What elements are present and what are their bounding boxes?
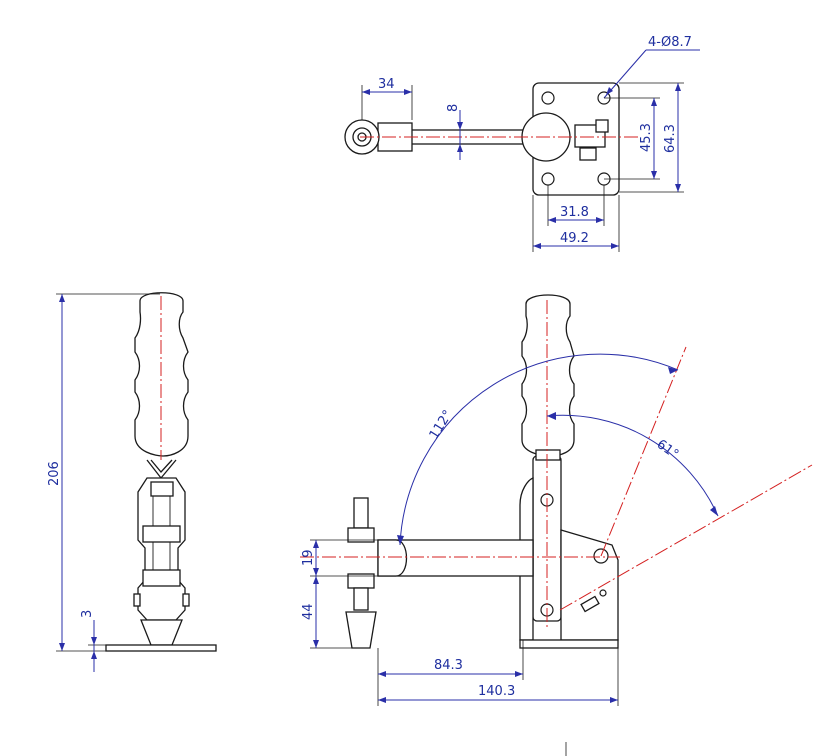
dim-base-width: 49.2 bbox=[560, 231, 589, 246]
mounting-hole bbox=[541, 172, 555, 186]
dim-overall-length: 140.3 bbox=[478, 684, 515, 699]
dim-arm-thickness: 8 bbox=[446, 104, 461, 112]
pin-bottom bbox=[579, 147, 597, 161]
dim-spindle-height: 44 bbox=[301, 603, 316, 620]
dim-spindle-offset: 19 bbox=[301, 549, 316, 566]
hex-nut-upper bbox=[142, 525, 181, 543]
clamp-body-side bbox=[137, 477, 186, 621]
spindle-nut-upper bbox=[347, 527, 375, 543]
dim-open-angle: 112° bbox=[427, 408, 456, 443]
dim-hole-spacing-y: 45.3 bbox=[639, 123, 654, 152]
pin-top bbox=[595, 119, 609, 133]
spindle-bolt-front bbox=[353, 497, 369, 529]
hex-nut-lower bbox=[142, 569, 181, 587]
dim-overall-height: 206 bbox=[47, 461, 62, 486]
spindle-tip-side bbox=[140, 619, 183, 646]
front-view: 112° 61° 19 44 84.3 140.3 bbox=[300, 294, 813, 756]
dim-reach: 84.3 bbox=[434, 658, 463, 673]
link-pivot bbox=[150, 481, 174, 497]
handle-grip-front bbox=[521, 294, 575, 457]
dim-base-thickness: 3 bbox=[80, 610, 95, 618]
base-plate-front bbox=[519, 639, 619, 649]
side-view: 206 3 bbox=[47, 292, 217, 672]
spindle-tip-front bbox=[345, 611, 377, 649]
dim-hole-spacing-x: 31.8 bbox=[560, 205, 589, 220]
mounting-hole bbox=[541, 91, 555, 105]
dim-arm-to-pivot: 34 bbox=[378, 77, 395, 92]
base-plate-side bbox=[105, 644, 217, 652]
dim-holes: 4-Ø8.7 bbox=[648, 35, 692, 50]
top-view: 34 8 4-Ø8.7 45.3 64.3 31.8 bbox=[344, 35, 700, 252]
base-bracket bbox=[560, 529, 619, 641]
dim-base-height: 64.3 bbox=[663, 124, 678, 153]
